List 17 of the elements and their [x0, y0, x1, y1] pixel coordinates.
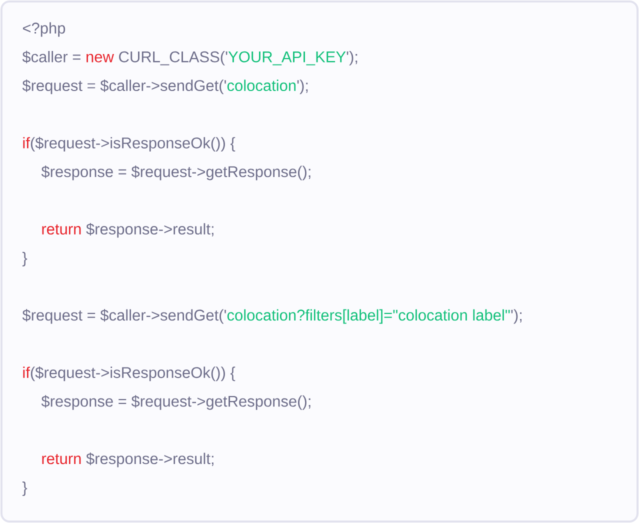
- label: $caller =: [22, 50, 80, 64]
- code-line: if($request->isResponseOk()) {: [23, 136, 236, 152]
- code-line: return $response->result;: [42, 222, 214, 238]
- code-line: $request = $caller->sendGet('colocation?filters[label]="colocation label"');: [22, 309, 522, 324]
- label: new: [86, 54, 114, 62]
- label: YOUR_API_KEY: [228, 51, 346, 66]
- label: CURL_CLASS(': [119, 50, 228, 66]
- code-line: }: [22, 481, 28, 496]
- code-line: $response = $request->getResponse();: [41, 166, 310, 180]
- code-line: $caller = new CURL_CLASS('YOUR_API_KEY');: [22, 50, 358, 66]
- code-line: $response = $request->getResponse();: [41, 395, 310, 410]
- label: ');: [346, 50, 358, 66]
- code-line: return $response->result;: [42, 452, 214, 468]
- code-line: }: [22, 252, 28, 266]
- code-line: if($request->isResponseOk()) {: [23, 366, 236, 382]
- code-line: $request = $caller->sendGet('colocation');: [22, 79, 308, 94]
- code-line: <?php: [22, 22, 66, 37]
